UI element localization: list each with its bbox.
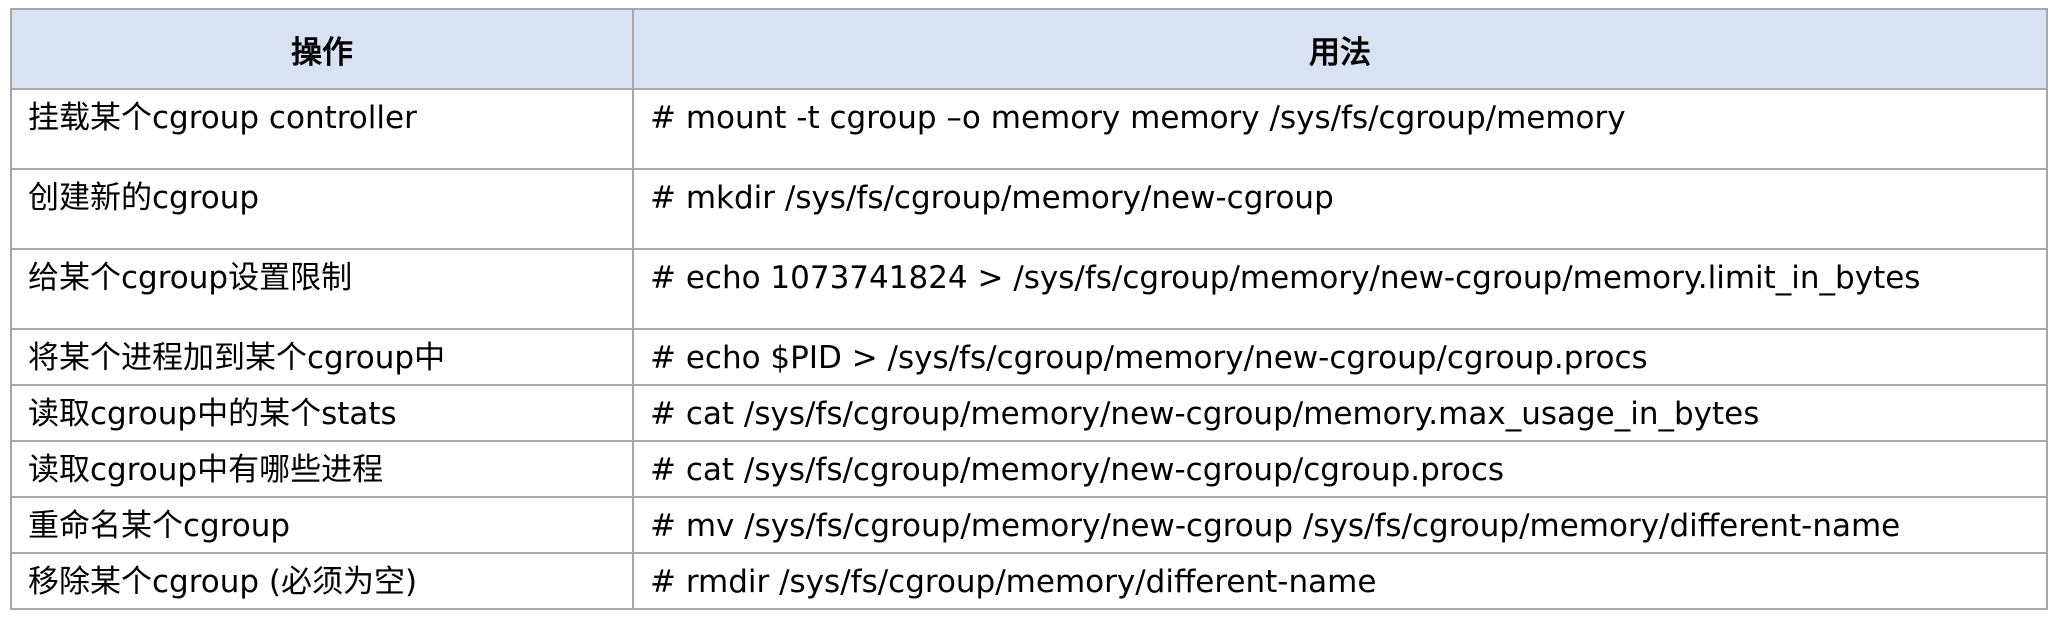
table-row: 创建新的cgroup # mkdir /sys/fs/cgroup/memory… xyxy=(10,168,2048,250)
usage-cell: # cat /sys/fs/cgroup/memory/new-cgroup/m… xyxy=(632,384,2048,442)
operation-cell: 给某个cgroup设置限制 xyxy=(10,248,634,330)
header-usage: 用法 xyxy=(632,8,2048,90)
usage-cell: # echo 1073741824 > /sys/fs/cgroup/memor… xyxy=(632,248,2048,330)
table-row: 重命名某个cgroup # mv /sys/fs/cgroup/memory/n… xyxy=(10,496,2048,554)
cgroup-operations-table: 操作 用法 挂载某个cgroup controller # mount -t c… xyxy=(10,8,2048,610)
operation-cell: 读取cgroup中有哪些进程 xyxy=(10,440,634,498)
usage-cell: # mount -t cgroup –o memory memory /sys/… xyxy=(632,88,2048,170)
usage-cell: # mv /sys/fs/cgroup/memory/new-cgroup /s… xyxy=(632,496,2048,554)
table-row: 移除某个cgroup (必须为空) # rmdir /sys/fs/cgroup… xyxy=(10,552,2048,610)
operation-cell: 挂载某个cgroup controller xyxy=(10,88,634,170)
usage-cell: # mkdir /sys/fs/cgroup/memory/new-cgroup xyxy=(632,168,2048,250)
operation-cell: 创建新的cgroup xyxy=(10,168,634,250)
table-header: 操作 用法 xyxy=(10,8,2048,90)
header-operation: 操作 xyxy=(10,8,634,90)
usage-cell: # rmdir /sys/fs/cgroup/memory/different-… xyxy=(632,552,2048,610)
table-row: 读取cgroup中的某个stats # cat /sys/fs/cgroup/m… xyxy=(10,384,2048,442)
table-row: 给某个cgroup设置限制 # echo 1073741824 > /sys/f… xyxy=(10,248,2048,330)
table-row: 读取cgroup中有哪些进程 # cat /sys/fs/cgroup/memo… xyxy=(10,440,2048,498)
operation-cell: 读取cgroup中的某个stats xyxy=(10,384,634,442)
operation-cell: 将某个进程加到某个cgroup中 xyxy=(10,328,634,386)
operation-cell: 移除某个cgroup (必须为空) xyxy=(10,552,634,610)
table-row: 挂载某个cgroup controller # mount -t cgroup … xyxy=(10,88,2048,170)
table-row: 将某个进程加到某个cgroup中 # echo $PID > /sys/fs/c… xyxy=(10,328,2048,386)
header-row: 操作 用法 xyxy=(10,8,2048,90)
table-body: 挂载某个cgroup controller # mount -t cgroup … xyxy=(10,88,2048,610)
operation-cell: 重命名某个cgroup xyxy=(10,496,634,554)
usage-cell: # cat /sys/fs/cgroup/memory/new-cgroup/c… xyxy=(632,440,2048,498)
usage-cell: # echo $PID > /sys/fs/cgroup/memory/new-… xyxy=(632,328,2048,386)
